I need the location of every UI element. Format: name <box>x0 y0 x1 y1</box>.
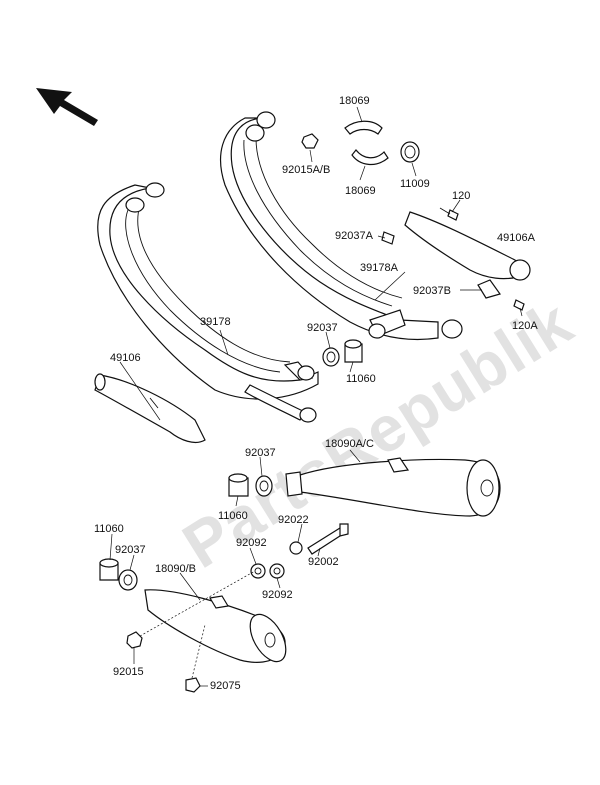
label-92037a: 92037A <box>335 230 373 242</box>
plug-92075 <box>185 677 201 693</box>
label-18069-upper: 18069 <box>339 95 370 107</box>
label-120a: 120A <box>512 320 538 332</box>
nut-92015ab <box>301 133 319 149</box>
label-92015ab: 92015A/B <box>282 164 331 176</box>
label-18090ac: 18090A/C <box>325 438 374 450</box>
rear-pipe-49106 <box>94 373 206 444</box>
label-49106: 49106 <box>110 352 141 364</box>
label-120: 120 <box>452 190 471 202</box>
clamp-18069-upper <box>344 120 383 135</box>
sleeve-11060-lower <box>99 558 119 581</box>
bolt-120a <box>513 299 525 311</box>
sleeve-11060-middle <box>228 473 249 497</box>
sleeve-11060-upper <box>344 339 363 363</box>
label-92092-a: 92092 <box>236 537 267 549</box>
label-92002: 92002 <box>308 556 339 568</box>
label-92015: 92015 <box>113 666 144 678</box>
clamp-92037-upper <box>322 347 340 367</box>
muffler-18090ac <box>285 457 501 517</box>
label-92037-upper: 92037 <box>307 322 338 334</box>
clamp-92037-lower <box>118 569 138 591</box>
label-92092-b: 92092 <box>262 589 293 601</box>
muffler-18090b <box>144 589 287 663</box>
label-11060-upper: 11060 <box>346 373 376 385</box>
bolt-120 <box>439 207 459 221</box>
label-18090b: 18090/B <box>155 563 196 575</box>
label-92075: 92075 <box>210 680 241 692</box>
label-49106a: 49106A <box>497 232 535 244</box>
label-92037-middle: 92037 <box>245 447 276 459</box>
rear-pipe-49106a <box>404 211 531 299</box>
header-pipe-39178a <box>219 111 463 341</box>
rubber-92092-a <box>250 563 266 579</box>
label-11060-middle: 11060 <box>218 510 248 522</box>
label-11060-lower: 11060 <box>94 523 124 535</box>
label-11009: 11009 <box>400 178 430 190</box>
label-92037b: 92037B <box>413 285 451 297</box>
bolt-92002 <box>307 523 349 555</box>
label-18069-lower: 18069 <box>345 185 376 197</box>
label-39178a: 39178A <box>360 262 398 274</box>
label-92022: 92022 <box>278 514 309 526</box>
gasket-11009 <box>400 141 420 163</box>
washer-92022 <box>289 541 303 555</box>
label-39178: 39178 <box>200 316 231 328</box>
label-92037-lower: 92037 <box>115 544 146 556</box>
header-pipe-39178 <box>97 182 319 423</box>
rubber-92092-b <box>269 563 285 579</box>
leader-lines <box>109 106 523 687</box>
front-arrow-icon <box>36 88 98 126</box>
clamp-18069-lower <box>351 149 389 165</box>
nut-92015 <box>126 631 143 649</box>
clamp-92037-middle <box>255 475 273 497</box>
